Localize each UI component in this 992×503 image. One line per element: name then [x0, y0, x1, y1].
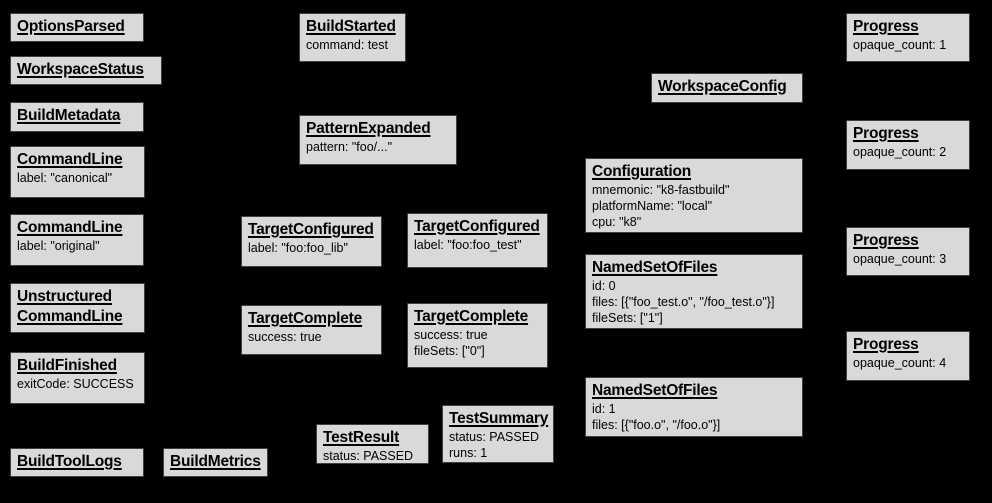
node-title: CommandLine	[17, 151, 123, 168]
node-progress-3: Progress opaque_count: 3	[846, 227, 970, 276]
node-title: Progress	[853, 232, 919, 249]
node-options-parsed: OptionsParsed	[10, 13, 144, 42]
node-title: NamedSetOfFiles	[592, 382, 718, 399]
node-named-set-of-files-0: NamedSetOfFiles id: 0 files: [{"foo_test…	[585, 254, 803, 329]
node-title: BuildMetadata	[17, 107, 121, 124]
node-title: Progress	[853, 336, 919, 353]
node-field: label: "foo:foo_test"	[414, 238, 522, 252]
node-build-metadata: BuildMetadata	[10, 102, 144, 132]
node-field: platformName: "local"	[592, 199, 713, 213]
node-title: BuildStarted	[306, 18, 396, 35]
node-title: NamedSetOfFiles	[592, 259, 718, 276]
node-field: success: true	[248, 330, 322, 344]
node-field: fileSets: ["1"]	[592, 311, 663, 325]
node-title: Configuration	[592, 163, 691, 180]
node-target-complete-foo-lib: TargetComplete success: true	[241, 305, 382, 355]
node-title: PatternExpanded	[306, 120, 431, 137]
node-command-line-canonical: CommandLine label: "canonical"	[10, 146, 145, 198]
node-title: BuildFinished	[17, 357, 117, 374]
node-field: status: PASSED	[323, 449, 414, 463]
node-title: WorkspaceConfig	[658, 78, 787, 95]
node-build-finished: BuildFinished exitCode: SUCCESS	[10, 352, 145, 404]
node-field: label: "original"	[17, 239, 100, 253]
node-target-complete-foo-test: TargetComplete success: true fileSets: […	[407, 303, 548, 368]
node-field: id: 1	[592, 402, 616, 416]
node-field: files: [{"foo_test.o", "/foo_test.o"}]	[592, 295, 775, 309]
node-field: opaque_count: 1	[853, 38, 947, 52]
node-test-result: TestResult status: PASSED	[316, 424, 429, 464]
node-field: opaque_count: 3	[853, 252, 947, 266]
node-field: id: 0	[592, 279, 616, 293]
node-title: CommandLine	[17, 219, 123, 236]
node-field: pattern: "foo/..."	[306, 140, 393, 154]
node-title: TestResult	[323, 429, 400, 446]
node-configuration: Configuration mnemonic: "k8-fastbuild" p…	[585, 158, 803, 233]
node-field: status: PASSED	[449, 430, 540, 444]
node-field: runs: 1	[449, 446, 488, 460]
node-field: label: "foo:foo_lib"	[248, 241, 348, 255]
node-title: BuildToolLogs	[17, 453, 122, 470]
node-workspace-config: WorkspaceConfig	[651, 73, 803, 103]
node-field: success: true	[414, 328, 488, 342]
node-field: command: test	[306, 38, 388, 52]
node-command-line-original: CommandLine label: "original"	[10, 214, 144, 266]
node-title: TestSummary	[449, 410, 549, 427]
node-field: files: [{"foo.o", "/foo.o"}]	[592, 418, 721, 432]
node-build-started: BuildStarted command: test	[299, 13, 406, 62]
node-title: TargetComplete	[248, 310, 363, 327]
node-pattern-expanded: PatternExpanded pattern: "foo/..."	[299, 115, 457, 165]
node-field: cpu: "k8"	[592, 215, 642, 229]
node-build-tool-logs: BuildToolLogs	[10, 448, 144, 477]
node-field: exitCode: SUCCESS	[17, 377, 134, 391]
node-title: Progress	[853, 125, 919, 142]
node-progress-2: Progress opaque_count: 2	[846, 120, 970, 170]
node-title: BuildMetrics	[170, 453, 261, 470]
node-title: TargetConfigured	[248, 221, 374, 238]
node-test-summary: TestSummary status: PASSED runs: 1	[442, 405, 554, 463]
node-workspace-status: WorkspaceStatus	[10, 56, 162, 85]
node-target-configured-foo-lib: TargetConfigured label: "foo:foo_lib"	[241, 216, 382, 267]
node-target-configured-foo-test: TargetConfigured label: "foo:foo_test"	[407, 213, 548, 268]
node-field: opaque_count: 4	[853, 356, 947, 370]
node-field: mnemonic: "k8-fastbuild"	[592, 183, 730, 197]
node-build-metrics: BuildMetrics	[163, 448, 268, 477]
node-title: WorkspaceStatus	[17, 61, 144, 78]
node-field: fileSets: ["0"]	[414, 344, 485, 358]
node-title: OptionsParsed	[17, 18, 125, 35]
node-title: TargetComplete	[414, 308, 529, 325]
node-field: opaque_count: 2	[853, 145, 947, 159]
node-progress-1: Progress opaque_count: 1	[846, 13, 970, 62]
node-title: TargetConfigured	[414, 218, 540, 235]
node-named-set-of-files-1: NamedSetOfFiles id: 1 files: [{"foo.o", …	[585, 377, 803, 437]
node-progress-4: Progress opaque_count: 4	[846, 331, 970, 381]
node-title: Unstructured CommandLine	[17, 288, 123, 325]
node-title: Progress	[853, 18, 919, 35]
node-unstructured-command-line: Unstructured CommandLine	[10, 283, 145, 333]
node-field: label: "canonical"	[17, 171, 113, 185]
